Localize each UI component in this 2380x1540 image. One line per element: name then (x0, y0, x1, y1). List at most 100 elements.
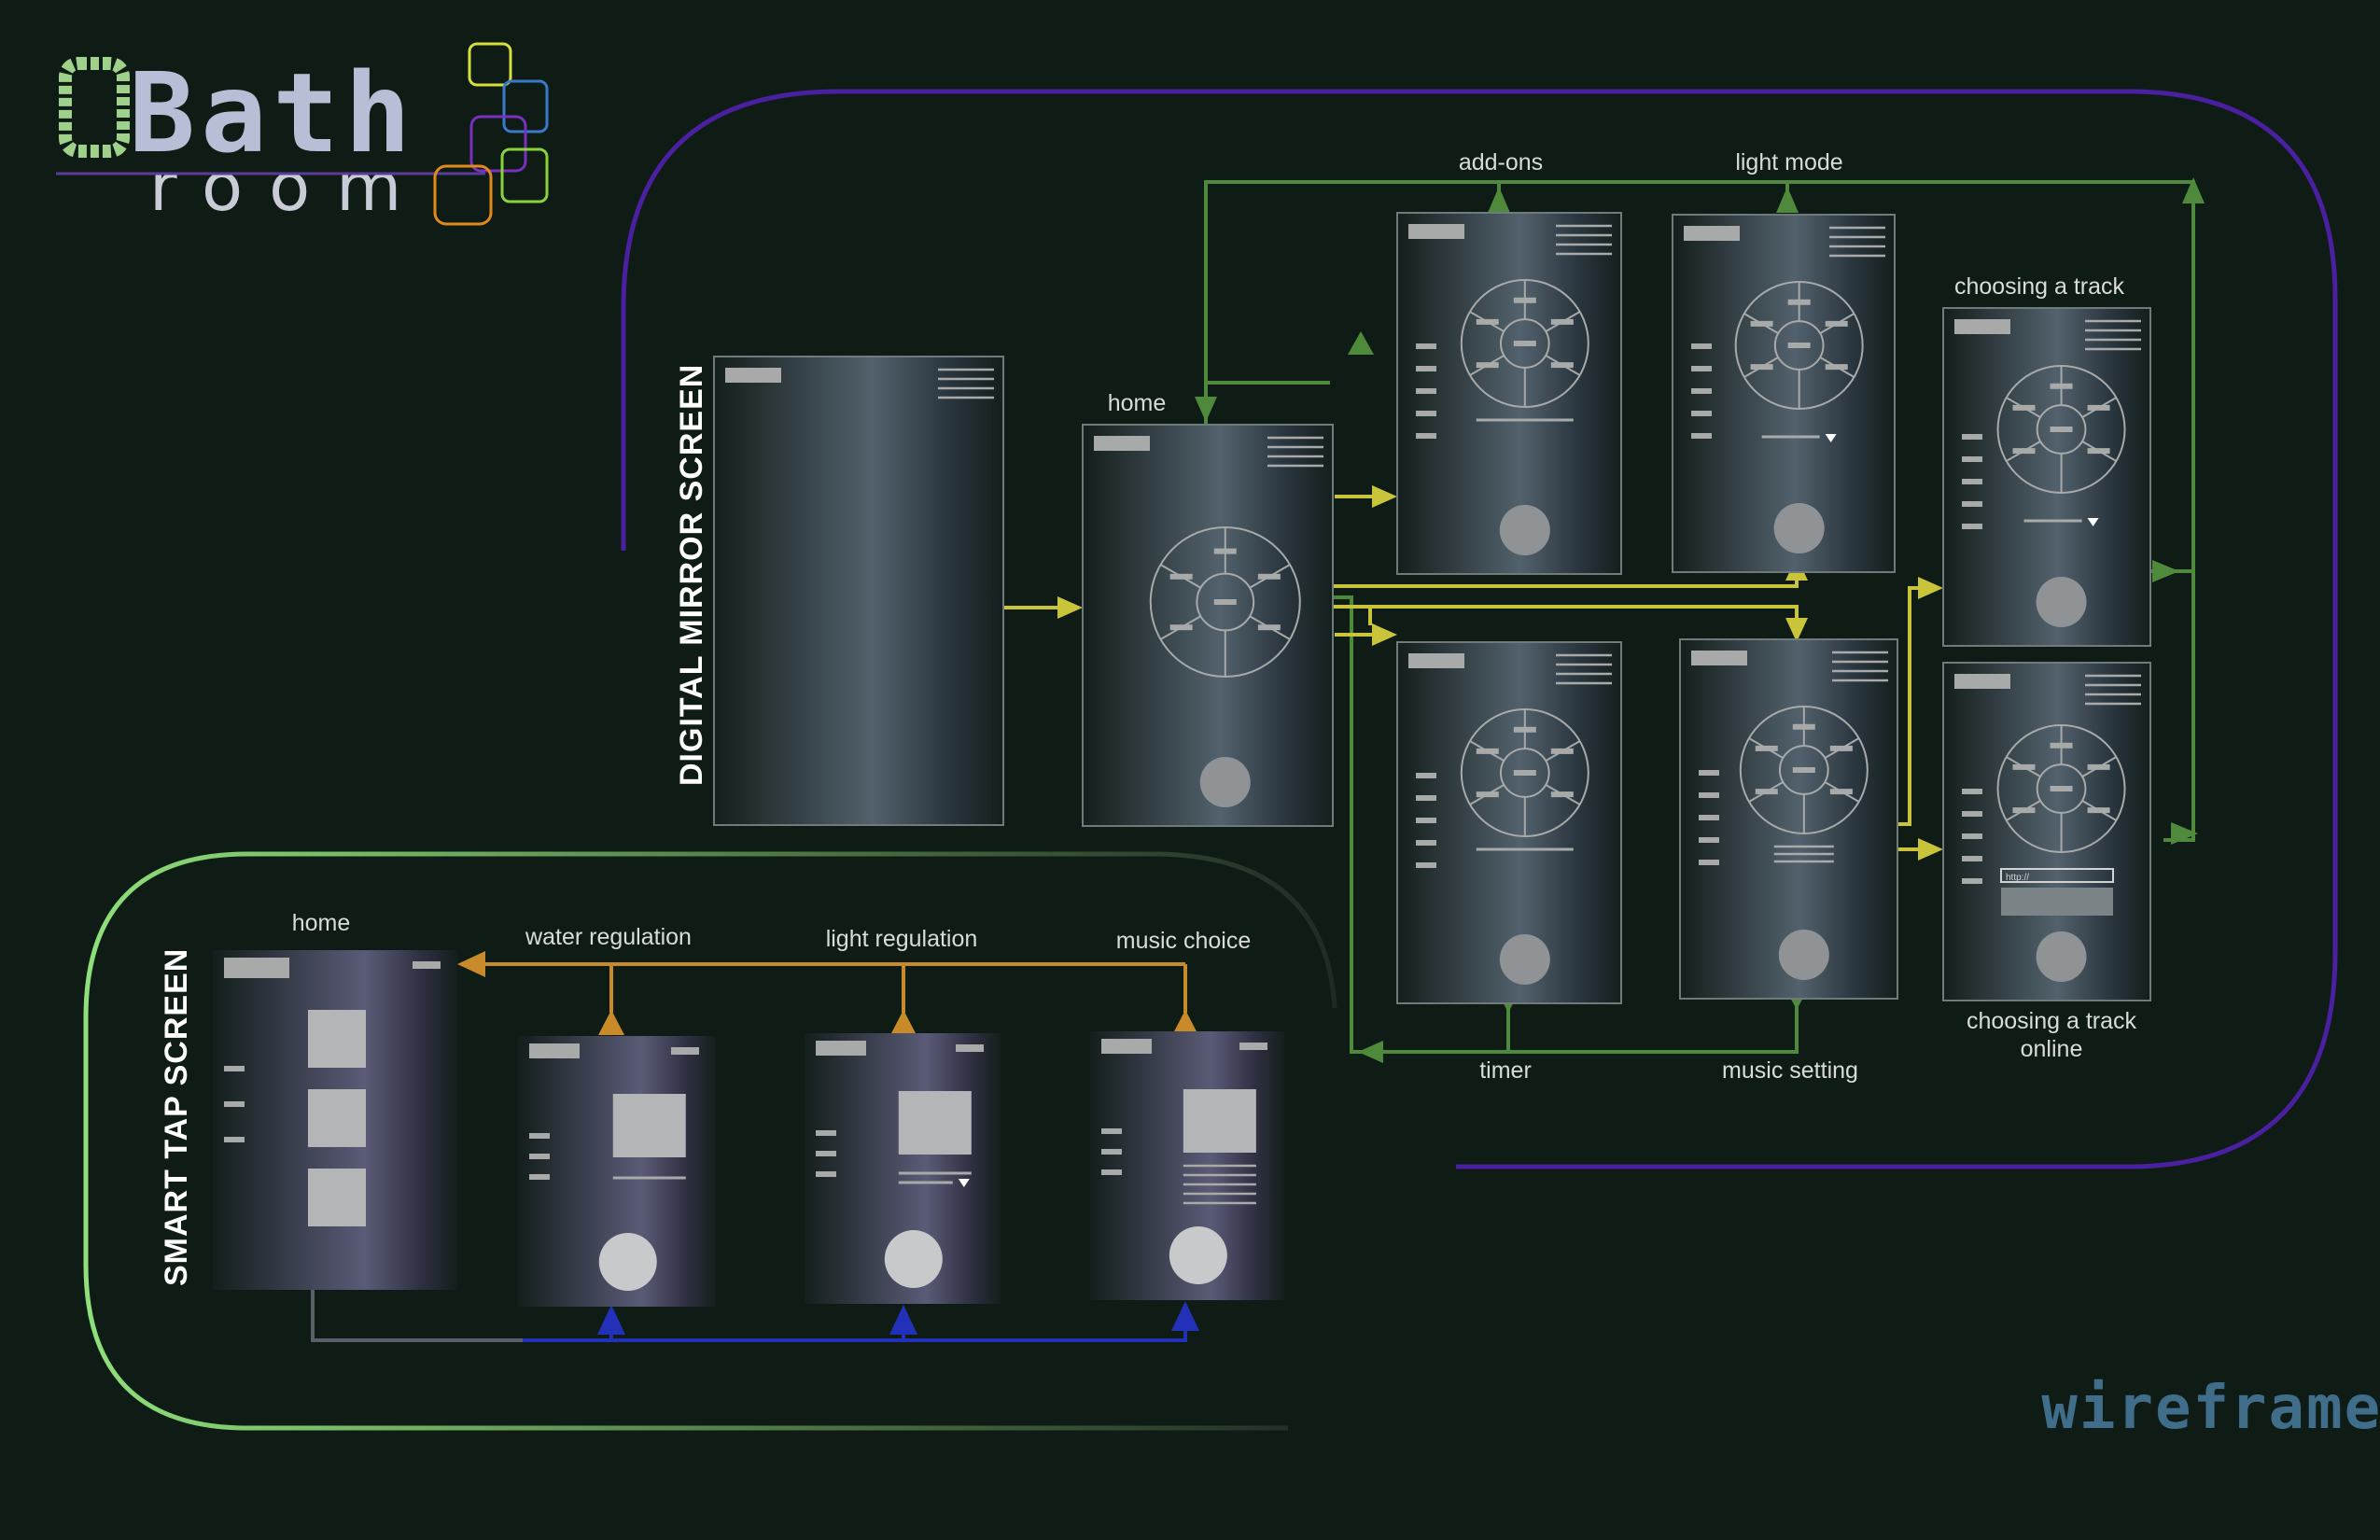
side-menu-item (1962, 833, 1982, 839)
dial-segment-label (1750, 364, 1773, 371)
side-menu-item (1416, 343, 1436, 349)
side-menu-item (1101, 1149, 1122, 1155)
dial-segment-label (1550, 318, 1574, 325)
dial-segment-label (1825, 364, 1848, 371)
side-menu-item (1699, 860, 1719, 865)
dial-segment-label (2087, 404, 2110, 411)
diagram-labels: home add-ons light mode choosing a track… (292, 149, 2137, 1084)
bathroom-logo: Bath room (56, 42, 549, 226)
dial-segment-label (1550, 791, 1574, 798)
dial-segment-label (1476, 791, 1499, 798)
side-menu-item (1691, 411, 1712, 416)
dial-segment-label (1476, 318, 1499, 325)
side-menu-item (529, 1154, 550, 1159)
dial-segment-label (1257, 624, 1281, 631)
header-title-block (816, 1041, 866, 1056)
tap-music-choice-screen (1090, 1031, 1284, 1300)
side-menu-item (1962, 789, 1982, 794)
side-menu-item (1699, 792, 1719, 798)
side-menu-item (1691, 388, 1712, 394)
mirror-addons-screen (1396, 212, 1622, 575)
header-title-block (1408, 653, 1464, 668)
round-action-button (884, 1230, 943, 1288)
screen-frame (713, 356, 1004, 826)
dial-segment-label (1550, 362, 1574, 369)
round-action-button (1199, 757, 1251, 807)
side-menu-item (816, 1151, 836, 1156)
logo-main-word: Bath (129, 49, 416, 177)
round-action-button (1499, 505, 1550, 555)
content-image-block (1183, 1089, 1256, 1153)
tile-block (308, 1089, 366, 1147)
dial-segment-label (2012, 404, 2036, 411)
side-menu-item (1691, 366, 1712, 371)
dial-segment-label (2012, 763, 2036, 770)
side-menu-item (529, 1133, 550, 1139)
dial-segment-label (2087, 807, 2110, 814)
label-light-regulation: light regulation (826, 926, 978, 952)
side-menu-item (1416, 795, 1436, 801)
dial-segment-label (1829, 745, 1853, 751)
dial-segment-label (1792, 723, 1815, 730)
tile-block (308, 1010, 366, 1068)
mirror-section-loop (621, 89, 2338, 1169)
side-menu-item (1962, 878, 1982, 884)
logo-square-yellow (468, 42, 512, 87)
side-menu-item (1962, 479, 1982, 484)
blue-flow-start (311, 1290, 523, 1342)
tap-home-screen (213, 950, 457, 1290)
label-music-choice: music choice (1116, 928, 1252, 954)
side-menu-item (1962, 811, 1982, 817)
dropdown-caret (2087, 518, 2099, 526)
header-status-block (956, 1044, 984, 1052)
round-action-button (1778, 930, 1829, 980)
label-tap-home: home (292, 910, 351, 936)
logo-square-purple (469, 115, 527, 173)
orange-arrowheads (457, 951, 1198, 1035)
round-action-button (2036, 577, 2087, 627)
dial-segment-label (1825, 320, 1848, 327)
side-menu-item (1691, 433, 1712, 439)
header-title-block (1408, 224, 1464, 239)
dial-segment-label (2012, 448, 2036, 455)
side-menu-item (1962, 456, 1982, 462)
label-water-regulation: water regulation (525, 924, 692, 950)
dial-segment-label (1513, 726, 1536, 733)
side-menu-item (816, 1130, 836, 1136)
dropdown-caret (958, 1179, 970, 1187)
mirror-choosing-track-online-screen: http:// (1942, 662, 2151, 1001)
dial-segment-label (1829, 789, 1853, 795)
dial-segment-label (1755, 745, 1778, 751)
mirror-home-screen (1082, 424, 1334, 827)
side-menu-item (1962, 524, 1982, 529)
side-menu-item (1416, 862, 1436, 868)
blue-flow-line (311, 1290, 1187, 1342)
label-light-mode: light mode (1735, 149, 1842, 175)
round-action-button (598, 1233, 657, 1291)
dial-segment-label (1550, 748, 1574, 754)
logo-square-orange (433, 164, 493, 226)
wireframe-screens: http:// (213, 212, 2151, 1307)
browser-preview-block (2001, 888, 2113, 916)
side-menu-item (529, 1174, 550, 1180)
wireframes-caption: wireframes (2041, 1374, 2380, 1443)
dial-segment-label (1476, 362, 1499, 369)
dial-center-label (2050, 427, 2073, 432)
side-menu-item (1699, 770, 1719, 776)
blue-arrowheads (597, 1301, 1199, 1335)
side-menu-item (1416, 818, 1436, 823)
dial-center-label (2050, 786, 2073, 791)
side-menu-item (1416, 388, 1436, 394)
mirror-light-mode-screen (1672, 214, 1896, 573)
tap-light-regulation-screen (805, 1033, 1001, 1304)
yellow-arrowheads (1057, 485, 1943, 861)
dial-center-label (1792, 767, 1815, 773)
dial-segment-label (1787, 299, 1811, 305)
orange-flow-lines (476, 962, 1187, 1013)
header-title-block (1101, 1039, 1152, 1054)
header-status-block (671, 1047, 699, 1055)
mirror-idle-screen (713, 356, 1004, 826)
round-action-button (1169, 1226, 1227, 1284)
side-menu-item (1416, 433, 1436, 439)
